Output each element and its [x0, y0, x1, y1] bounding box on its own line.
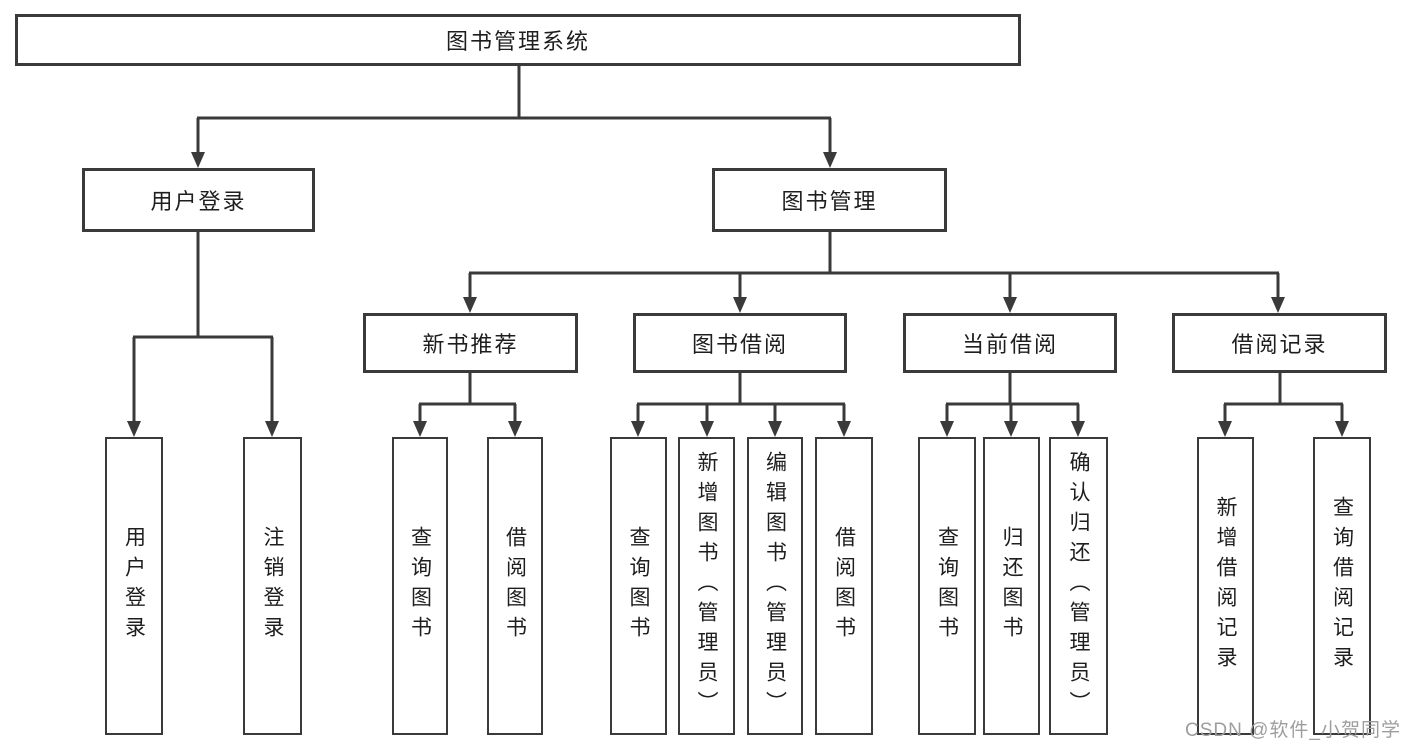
node-current-borrow: 当前借阅 — [903, 313, 1117, 373]
leaf-query-borrow-record: 查询借阅记录 — [1313, 437, 1371, 735]
node-borrow-record: 借阅记录 — [1172, 313, 1387, 373]
node-label: 用户登录 — [122, 526, 146, 646]
csdn-watermark: CSDN @软件_小贺同学 — [1185, 720, 1401, 741]
leaf-add-borrow-record: 新增借阅记录 — [1197, 437, 1254, 735]
node-label: 确认归还（管理员） — [1067, 451, 1090, 721]
node-label: 查询图书 — [935, 526, 959, 646]
node-label: 新书推荐 — [422, 332, 519, 357]
leaf-add-books-admin: 新增图书（管理员） — [678, 437, 735, 735]
leaf-return-books: 归还图书 — [983, 437, 1040, 735]
node-label: 查询借阅记录 — [1330, 496, 1354, 676]
leaf-recommend-query-books: 查询图书 — [392, 437, 448, 735]
node-new-book-recommend: 新书推荐 — [363, 313, 578, 373]
connector-path — [132, 66, 1344, 424]
node-book-borrow: 图书借阅 — [633, 313, 847, 373]
node-label: 当前借阅 — [961, 332, 1058, 357]
node-label: 图书借阅 — [691, 332, 788, 357]
node-label: 查询图书 — [627, 526, 650, 646]
node-label: 新增借阅记录 — [1214, 496, 1237, 676]
leaf-recommend-borrow-books: 借阅图书 — [487, 437, 543, 735]
leaf-borrow-books: 借阅图书 — [815, 437, 873, 735]
leaf-current-query-books: 查询图书 — [918, 437, 976, 735]
arrowhead-icons — [127, 152, 1349, 437]
node-book-management: 图书管理 — [712, 168, 947, 232]
node-label: 编辑图书（管理员） — [763, 451, 787, 721]
node-label: 查询图书 — [408, 526, 432, 646]
node-system-root: 图书管理系统 — [15, 14, 1021, 66]
node-label: 新增图书（管理员） — [695, 451, 718, 721]
node-label: 借阅记录 — [1231, 332, 1328, 357]
node-label: 图书管理 — [781, 189, 878, 214]
leaf-borrow-query-books: 查询图书 — [610, 437, 667, 735]
leaf-edit-books-admin: 编辑图书（管理员） — [747, 437, 803, 735]
node-label: 借阅图书 — [832, 526, 856, 646]
node-label: 图书管理系统 — [445, 29, 590, 54]
leaf-user-login: 用户登录 — [105, 437, 163, 735]
node-user-login: 用户登录 — [82, 168, 315, 232]
node-label: 归还图书 — [1000, 526, 1023, 646]
leaf-logout: 注销登录 — [243, 437, 302, 735]
node-label: 注销登录 — [261, 526, 284, 646]
node-label: 借阅图书 — [503, 526, 527, 646]
leaf-confirm-return-admin: 确认归还（管理员） — [1049, 437, 1108, 735]
node-label: 用户登录 — [150, 189, 247, 214]
